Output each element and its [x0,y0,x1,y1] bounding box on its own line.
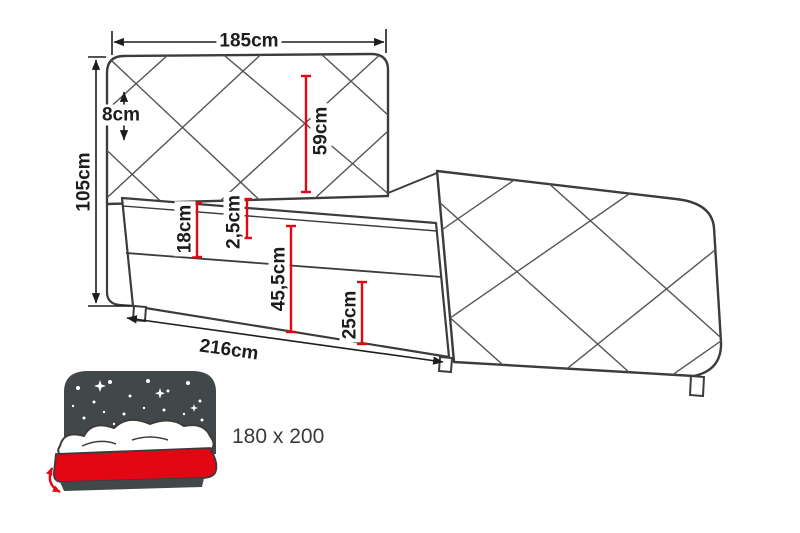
headboard-diamond-pattern [107,54,388,204]
red-measure-lines [192,74,367,346]
bed-icon-mattress [53,447,218,483]
dim-label-footboard-side: 25cm [339,287,361,343]
dim-label-headboard-edge: 8cm [98,104,144,126]
bed-icon [45,371,218,494]
dim-label-headboard-inner: 59cm [310,103,332,159]
dim-label-topper-height: 2,5cm [223,192,245,252]
dim-label-width-top: 185cm [216,30,282,52]
expand-arrow-icon [45,467,61,494]
dim-label-base-height: 45,5cm [268,243,290,315]
headboard [105,52,390,308]
size-badge: 180 x 200 [232,425,325,448]
dim-label-mattress-height: 18cm [174,201,196,257]
footboard [435,169,723,398]
dim-label-height-total: 105cm [73,149,95,215]
bed-icon-base [60,478,204,491]
